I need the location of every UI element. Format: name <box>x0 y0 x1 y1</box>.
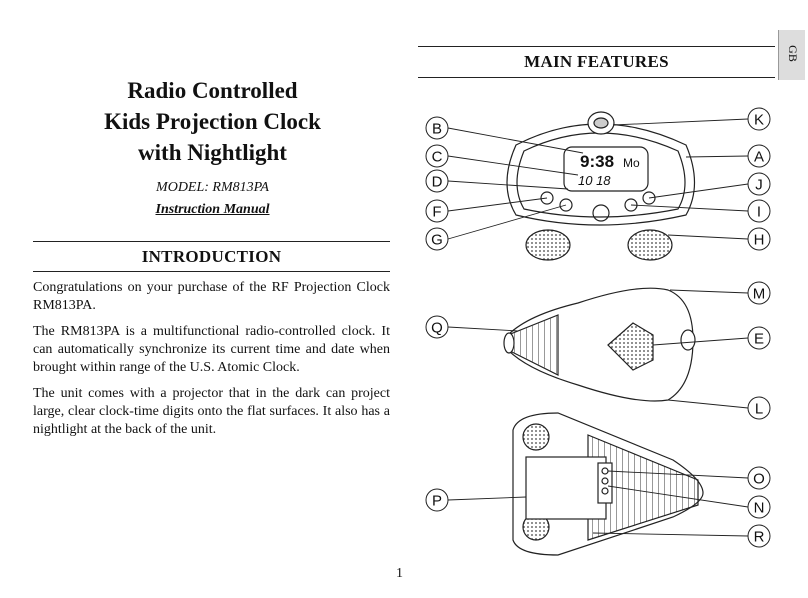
svg-text:C: C <box>432 149 443 166</box>
page-number: 1 <box>396 566 403 581</box>
button-snooze <box>592 204 610 222</box>
intro-rule-top <box>33 241 390 242</box>
title-line-2: Kids Projection Clock <box>104 109 321 134</box>
svg-text:L: L <box>755 401 763 418</box>
button-f <box>540 191 554 205</box>
svg-text:P: P <box>432 493 442 510</box>
intro-text: Congratulations on your purchase of the … <box>33 279 390 447</box>
callout-d: D <box>425 169 449 193</box>
callout-f: F <box>425 199 449 223</box>
title-line-3: with Nightlight <box>138 140 287 165</box>
side-knob <box>680 329 696 351</box>
callout-e: E <box>747 326 771 350</box>
projector-lens-inner <box>593 117 609 129</box>
cone-tip <box>503 332 515 354</box>
intro-paragraph-1: Congratulations on your purchase of the … <box>33 280 390 313</box>
svg-text:M: M <box>753 286 766 303</box>
callout-g: G <box>425 227 449 251</box>
callout-l: L <box>747 396 771 420</box>
clock-face-bezel <box>516 132 686 218</box>
lcd-time: 9:38 <box>580 152 614 171</box>
jack-n2 <box>601 487 609 495</box>
svg-text:R: R <box>754 529 765 546</box>
svg-text:J: J <box>755 177 763 194</box>
side-speaker <box>607 322 654 371</box>
model-number: MODEL: RM813PA <box>156 180 269 195</box>
svg-text:Q: Q <box>431 320 443 337</box>
right-speaker-foot <box>627 229 673 261</box>
intro-paragraph-2: The RM813PA is a multifunctional radio-c… <box>33 324 390 375</box>
svg-text:A: A <box>754 149 764 166</box>
leader-lines <box>447 118 749 537</box>
lcd-display <box>563 146 649 192</box>
svg-text:D: D <box>432 174 443 191</box>
instruction-manual-label: Instruction Manual <box>155 202 270 217</box>
button-g <box>559 198 573 212</box>
clock-side-view <box>503 287 696 402</box>
svg-text:O: O <box>753 471 765 488</box>
lcd-date: 10 18 <box>578 173 611 188</box>
callout-i: I <box>747 199 771 223</box>
svg-text:F: F <box>432 204 441 221</box>
svg-text:G: G <box>431 232 443 249</box>
document-title: Radio Controlled Kids Projection Clock w… <box>40 75 385 168</box>
jack-n1 <box>601 477 609 485</box>
language-tab: GB <box>778 30 805 80</box>
svg-text:I: I <box>757 204 761 221</box>
svg-text:K: K <box>754 112 764 129</box>
callout-o: O <box>747 466 771 490</box>
callout-j: J <box>747 172 771 196</box>
callout-q: Q <box>425 315 449 339</box>
callout-m: M <box>747 281 771 305</box>
callout-n: N <box>747 495 771 519</box>
jack-panel <box>597 462 613 504</box>
svg-text:N: N <box>754 500 765 517</box>
callout-r: R <box>747 524 771 548</box>
svg-text:E: E <box>754 331 764 348</box>
callout-h: H <box>747 227 771 251</box>
title-line-1: Radio Controlled <box>127 78 298 103</box>
callout-c: C <box>425 144 449 168</box>
features-rule-bottom <box>418 77 775 78</box>
callout-b: B <box>425 116 449 140</box>
svg-text:B: B <box>432 121 442 138</box>
battery-compartment <box>525 456 607 520</box>
callout-p: P <box>425 488 449 512</box>
button-j <box>642 191 656 205</box>
left-speaker-foot <box>525 229 571 261</box>
clock-front-view: 9:38 Mo 10 18 <box>506 111 695 261</box>
features-rule-top <box>418 46 775 47</box>
clock-back-view <box>512 412 704 556</box>
lcd-day: Mo <box>623 156 640 170</box>
svg-text:H: H <box>754 232 765 249</box>
intro-paragraph-3: The unit comes with a projector that in … <box>33 386 390 437</box>
callout-a: A <box>747 144 771 168</box>
back-speaker-top <box>522 423 550 451</box>
callout-k: K <box>747 107 771 131</box>
features-diagram: 9:38 Mo 10 18 <box>425 107 771 556</box>
intro-rule-bottom <box>33 271 390 272</box>
intro-heading: INTRODUCTION <box>141 247 282 266</box>
features-heading: MAIN FEATURES <box>524 52 669 71</box>
